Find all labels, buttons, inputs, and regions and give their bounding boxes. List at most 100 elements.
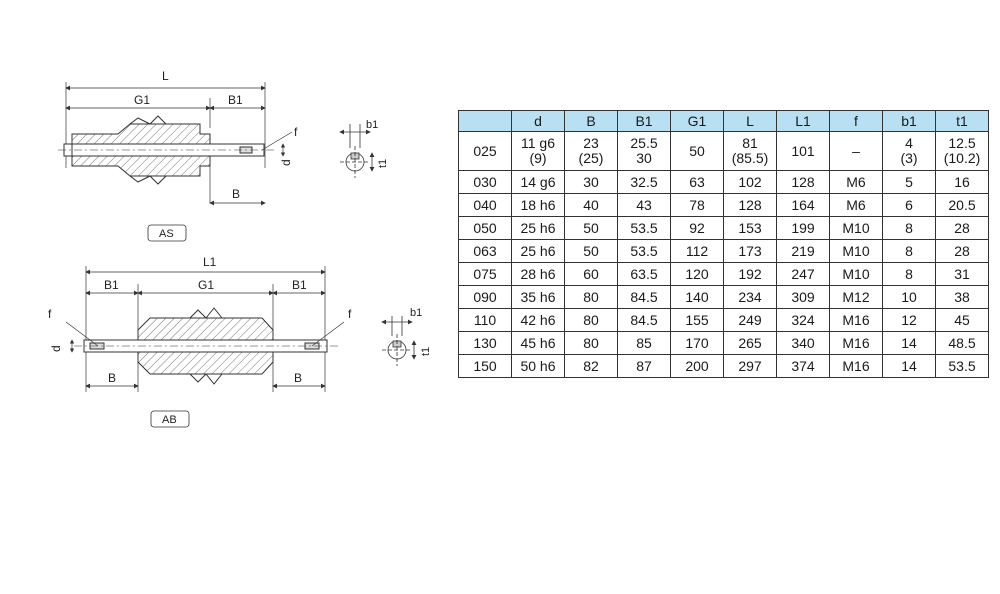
table-cell: 50 [564,216,618,240]
dim-b1-left-label: B1 [104,278,119,292]
table-cell: 063 [458,239,512,263]
view-as-tag: AS [147,224,187,242]
dim-b-ab-label: B [108,371,116,385]
table-cell: 82 [564,354,618,378]
table-cell: 120 [670,262,724,286]
table-cell: M10 [829,216,883,240]
table-cell: 101 [776,131,830,171]
header-cell: B [564,110,618,132]
header-cell: B1 [617,110,671,132]
dim-d-label: d [279,159,293,166]
table-cell: 265 [723,331,777,355]
table-cell: 128 [723,193,777,217]
table-cell: 170 [670,331,724,355]
table-cell: 14 [882,331,936,355]
table-cell: 16 [935,170,989,194]
table-cell: 102 [723,170,777,194]
view-as-drawing [58,82,293,206]
table-cell: 10 [882,285,936,309]
dim-b-label: B [232,187,240,201]
table-cell: 110 [458,308,512,332]
table-cell: 340 [776,331,830,355]
dim-d-ab-label: d [49,345,63,352]
table-cell: 20.5 [935,193,989,217]
table-cell: 249 [723,308,777,332]
table-cell: 153 [723,216,777,240]
table-header-row: d B B1 G1 L L1 f b1 t1 [458,110,989,132]
dim-g1-label: G1 [134,93,150,107]
table-cell: 85 [617,331,671,355]
table-cell: 32.5 [617,170,671,194]
header-cell [458,110,512,132]
table-cell: 63.5 [617,262,671,286]
table-cell: 374 [776,354,830,378]
dim-l-label: L [162,69,169,83]
table-cell: 31 [935,262,989,286]
table-cell: 5 [882,170,936,194]
table-cell: 4(3) [882,131,936,171]
table-cell: M12 [829,285,883,309]
table-cell: – [829,131,883,171]
dim-f-right-label: f [348,307,352,321]
header-cell: t1 [935,110,989,132]
table-cell: 28 [935,239,989,263]
table-cell: 53.5 [617,216,671,240]
table-cell: 53.5 [617,239,671,263]
table-cell: M16 [829,308,883,332]
table-cell: 45 h6 [511,331,565,355]
table-cell: 164 [776,193,830,217]
table-cell: 42 h6 [511,308,565,332]
table-cell: 50 [670,131,724,171]
key-section-ab [381,316,417,366]
table-cell: 81(85.5) [723,131,777,171]
table-cell: 87 [617,354,671,378]
table-cell: 84.5 [617,308,671,332]
table-cell: 48.5 [935,331,989,355]
key-ab-t1-label: t1 [420,347,432,356]
table-cell: 84.5 [617,285,671,309]
table-cell: 155 [670,308,724,332]
dim-b-ab-right-label: B [294,371,302,385]
table-cell: 43 [617,193,671,217]
table-cell: 192 [723,262,777,286]
table-cell: 025 [458,131,512,171]
table-cell: 80 [564,308,618,332]
table-cell: 128 [776,170,830,194]
table-cell: 8 [882,216,936,240]
table-cell: 040 [458,193,512,217]
table-cell: 8 [882,239,936,263]
header-cell: L [723,110,777,132]
table-cell: 80 [564,285,618,309]
table-cell: 173 [723,239,777,263]
table-cell: 28 h6 [511,262,565,286]
table-cell: 35 h6 [511,285,565,309]
table-cell: 40 [564,193,618,217]
table-cell: 53.5 [935,354,989,378]
table-cell: 28 [935,216,989,240]
table-cell: 130 [458,331,512,355]
table-cell: 150 [458,354,512,378]
table-cell: 30 [564,170,618,194]
header-cell: f [829,110,883,132]
header-cell: L1 [776,110,830,132]
table-cell: 199 [776,216,830,240]
key-ab-b1-label: b1 [410,307,422,319]
table-cell: 309 [776,285,830,309]
header-cell: d [511,110,565,132]
table-cell: 12 [882,308,936,332]
table-cell: 78 [670,193,724,217]
table-cell: 140 [670,285,724,309]
dim-b1-right-label: B1 [292,278,307,292]
svg-text:AB: AB [162,414,177,426]
table-cell: M10 [829,239,883,263]
technical-drawing: L G1 B1 B f d AS b1 t1 [48,69,432,428]
table-cell: 030 [458,170,512,194]
table-cell: 050 [458,216,512,240]
